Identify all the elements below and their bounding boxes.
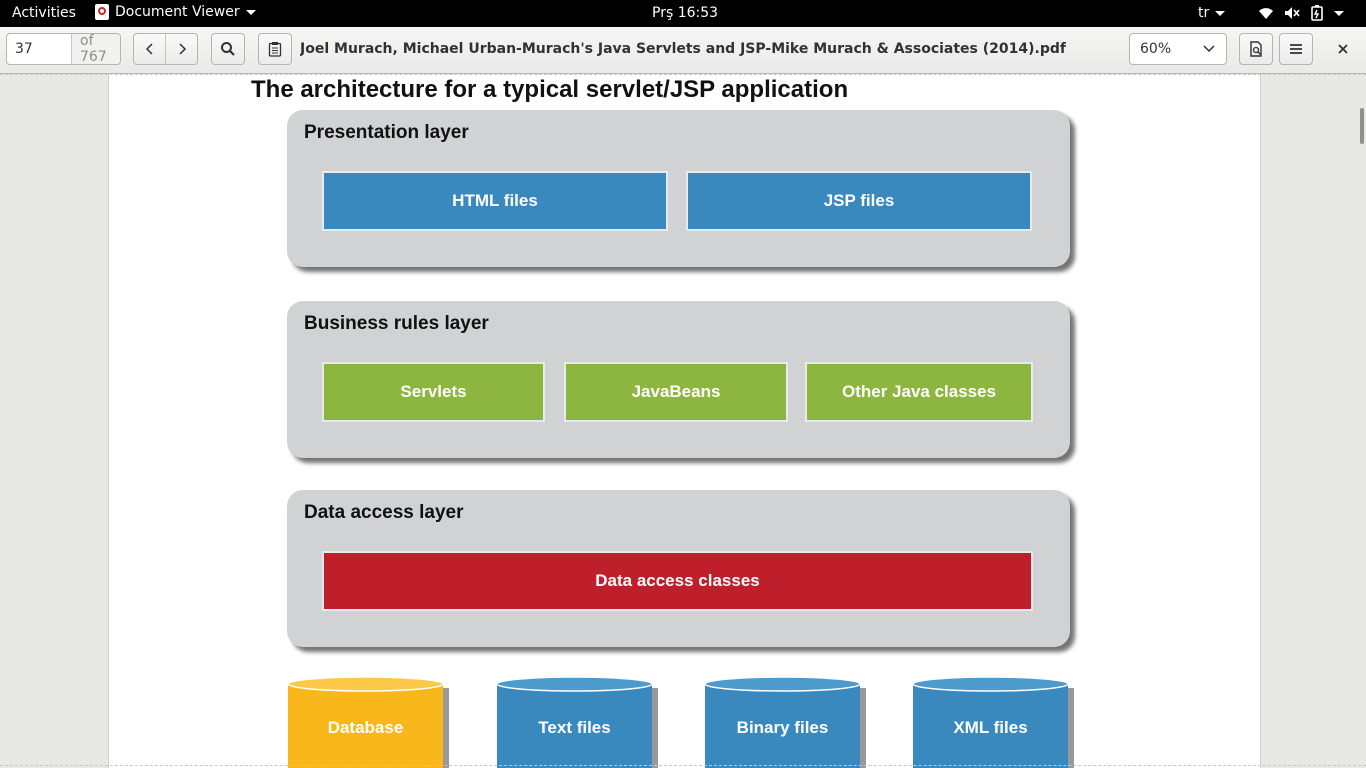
layer-title: Presentation layer [304,122,469,143]
document-viewer-icon [95,4,109,20]
vertical-scrollbar[interactable] [1360,108,1364,144]
volume-muted-icon [1285,7,1300,19]
binary-files-cylinder: Binary files [705,676,866,768]
other-java-classes-box: Other Java classes [805,362,1033,422]
language-menu[interactable]: tr [1198,5,1226,21]
chevron-down-icon [1203,45,1215,53]
page-selector: of 767 [6,33,121,65]
zoom-selector[interactable]: 60% [1129,33,1227,65]
search-icon [221,42,235,56]
document-title: Joel Murach, Michael Urban-Murach's Java… [300,41,1066,57]
app-name: Document Viewer [115,4,240,20]
chevron-right-icon [178,43,186,55]
html-files-box: HTML files [322,171,668,231]
close-icon [1338,44,1348,54]
cylinder-shape [497,676,658,768]
menu-icon [1290,44,1302,54]
store-label: Database [327,718,404,737]
layer-title: Data access layer [304,502,464,523]
document-view[interactable]: The architecture for a typical servlet/J… [0,74,1366,768]
menu-button[interactable] [1279,33,1313,65]
layer-title: Business rules layer [304,313,489,334]
data-access-classes-box: Data access classes [322,551,1033,611]
cylinder-shape [913,676,1074,768]
zoom-value: 60% [1140,41,1172,57]
slide-title: The architecture for a typical servlet/J… [251,76,849,103]
battery-icon [1311,5,1323,21]
xml-files-cylinder: XML files [913,676,1074,768]
chevron-down-icon [1334,10,1344,16]
cylinder-shape [288,676,449,768]
business-rules-layer: Business rules layer Servlets JavaBeans … [287,301,1070,458]
presentation-layer: Presentation layer HTML files JSP files [287,110,1070,267]
wifi-icon [1259,8,1273,19]
text-files-cylinder: Text files [497,676,658,768]
cylinder-shape [705,676,866,768]
data-access-layer: Data access layer Data access classes [287,490,1070,647]
top-bar: Activities Document Viewer Prş 16:53 tr [0,0,1366,27]
store-label: Text files [538,718,611,737]
search-button[interactable] [211,33,245,65]
page-view-icon [1250,41,1262,57]
jsp-files-box: JSP files [686,171,1032,231]
store-label: XML files [953,718,1028,737]
clipboard-icon [268,42,282,57]
system-status-menu[interactable] [1258,5,1344,21]
page-view-button[interactable] [1239,33,1273,65]
page-separator [0,74,1366,75]
chevron-down-icon [245,9,256,15]
page-total: of 767 [72,33,120,65]
activities-button[interactable]: Activities [12,5,76,21]
previous-page-button[interactable] [134,34,166,64]
app-menu[interactable]: Document Viewer [95,4,256,20]
chevron-down-icon [1215,10,1226,16]
annotations-button[interactable] [258,33,292,65]
database-cylinder: Database [288,676,449,768]
page-number-input[interactable] [7,34,72,64]
toolbar: of 767 Joel Murach, Michael Urban-Murach… [0,27,1366,74]
store-label: Binary files [736,718,829,737]
page-separator [0,765,1366,766]
pdf-page: The architecture for a typical servlet/J… [108,74,1261,768]
servlets-box: Servlets [322,362,545,422]
chevron-left-icon [145,43,153,55]
next-page-button[interactable] [166,34,197,64]
clock[interactable]: Prş 16:53 [652,5,719,21]
javabeans-box: JavaBeans [564,362,788,422]
language-label: tr [1198,5,1210,21]
close-button[interactable] [1327,33,1359,65]
page-navigation [133,33,198,65]
